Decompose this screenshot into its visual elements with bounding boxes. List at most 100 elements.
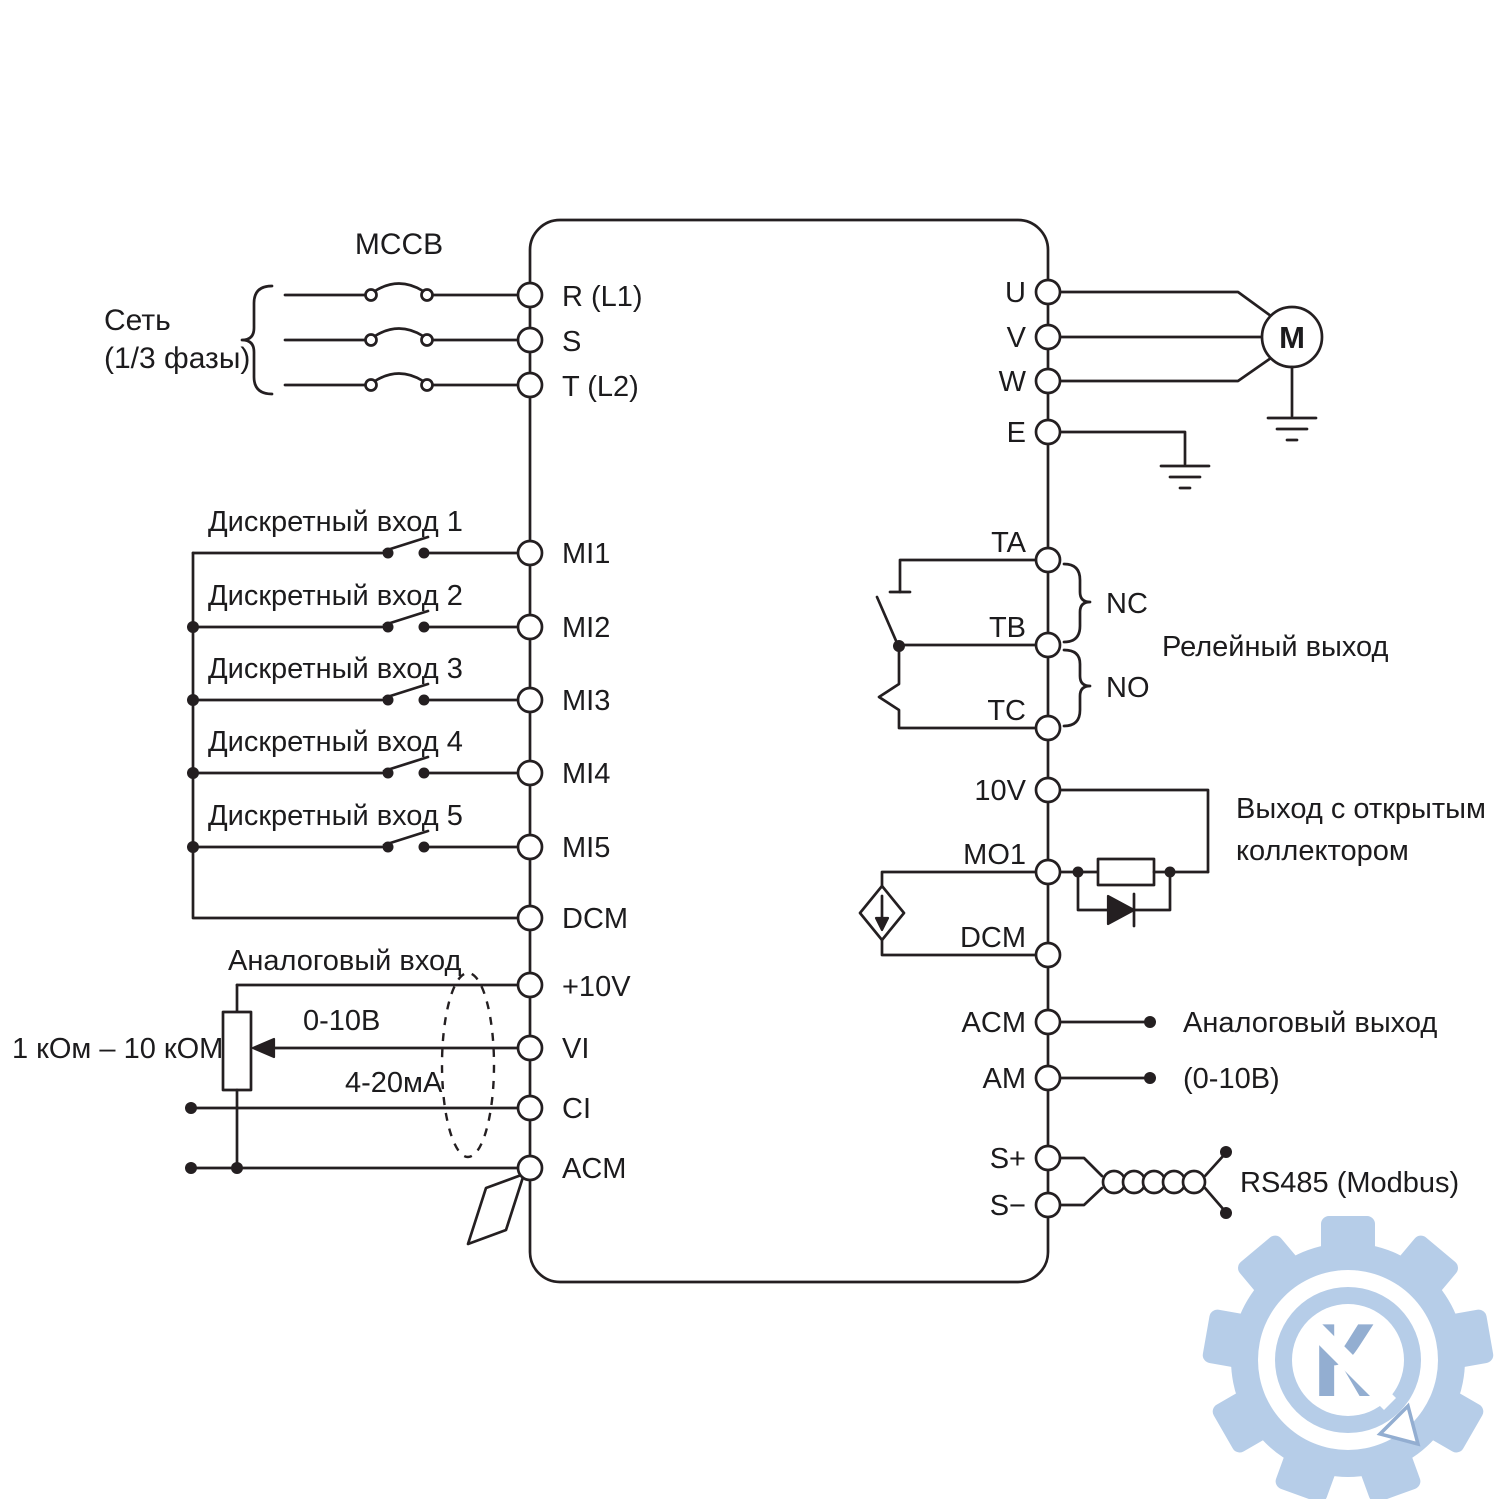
terminal-tb bbox=[1034, 631, 1062, 659]
diode-icon bbox=[1106, 894, 1136, 926]
diode-wire bbox=[1076, 870, 1110, 912]
phase-line-r bbox=[283, 282, 520, 302]
junction-dot bbox=[1220, 1207, 1232, 1219]
rs485-section: RS485 (Modbus) bbox=[1058, 1146, 1459, 1219]
resistor-icon bbox=[1096, 857, 1156, 887]
terminal-label: TC bbox=[987, 695, 1026, 727]
terminal-e bbox=[1034, 418, 1062, 446]
terminal-mi3 bbox=[516, 686, 544, 714]
breaker-contact-icon bbox=[364, 333, 378, 347]
analog-output-section: Аналоговый выход (0-10В) bbox=[1058, 1007, 1437, 1095]
terminal-acm-left bbox=[516, 1154, 544, 1182]
net-label-line1: Сеть bbox=[104, 304, 171, 337]
terminal-mi2 bbox=[516, 613, 544, 641]
discrete-input-5: Дискретный вход 5 bbox=[191, 800, 520, 853]
potentiometer-icon bbox=[221, 1010, 253, 1092]
terminal-mi4 bbox=[516, 759, 544, 787]
10v-wire bbox=[1058, 788, 1210, 874]
analog-output-label: Аналоговый выход bbox=[1183, 1007, 1437, 1039]
twisted-pair-icon bbox=[1101, 1169, 1207, 1195]
terminal-am bbox=[1034, 1064, 1062, 1092]
rs485-label: RS485 (Modbus) bbox=[1240, 1167, 1459, 1199]
terminal-label: MO1 bbox=[963, 839, 1026, 871]
w-wire bbox=[1058, 356, 1273, 383]
inverter-body bbox=[528, 218, 1050, 1284]
current-range-label: 4-20мА bbox=[345, 1067, 443, 1099]
s-plus-wire bbox=[1058, 1156, 1104, 1178]
earth-ground-icon bbox=[1058, 430, 1211, 490]
breaker-icon bbox=[373, 372, 425, 383]
switch-icon bbox=[382, 755, 430, 773]
terminal-s-minus bbox=[1034, 1191, 1062, 1219]
no-brace bbox=[1062, 648, 1092, 728]
u-wire bbox=[1058, 290, 1273, 318]
left-terminal-labels: R (L1) S T (L2) MI1 MI2 MI3 MI4 MI5 DCM … bbox=[562, 281, 643, 1185]
junction-dot bbox=[185, 1102, 197, 1114]
terminal-t-l2 bbox=[516, 371, 544, 399]
ta-wire bbox=[898, 558, 1038, 594]
discrete-input-4: Дискретный вход 4 bbox=[191, 726, 520, 779]
terminal-r-l1 bbox=[516, 281, 544, 309]
terminal-label: W bbox=[999, 366, 1027, 398]
wiper-arrow-icon bbox=[251, 1037, 276, 1059]
left-terminals bbox=[516, 281, 544, 1182]
terminal-10v bbox=[1034, 776, 1062, 804]
s-minus-wire bbox=[1058, 1186, 1104, 1207]
power-input-section: MCCB Сеть (1/3 фазы) bbox=[104, 228, 520, 396]
terminal-label: MI5 bbox=[562, 832, 610, 864]
terminal-mi5 bbox=[516, 833, 544, 861]
motor-ground-icon bbox=[1266, 365, 1318, 442]
terminal-dcm-right bbox=[1034, 941, 1062, 969]
junction-dot bbox=[1220, 1146, 1232, 1158]
discrete-input-label: Дискретный вход 3 bbox=[208, 653, 463, 685]
terminal-plus10v bbox=[516, 971, 544, 999]
analog-input-title: Аналоговый вход bbox=[228, 945, 462, 977]
relay-contact-icon bbox=[875, 595, 899, 645]
terminal-ci bbox=[516, 1094, 544, 1122]
watermark-arrow-icon bbox=[1303, 1317, 1421, 1447]
terminal-label: ACM bbox=[562, 1153, 626, 1185]
breaker-label: MCCB bbox=[355, 228, 443, 261]
terminal-label: MI2 bbox=[562, 612, 610, 644]
breaker-contact-icon bbox=[364, 288, 378, 302]
terminal-dcm-left bbox=[516, 904, 544, 932]
voltage-range-label: 0-10В bbox=[303, 1005, 380, 1037]
terminal-label: VI bbox=[562, 1033, 589, 1065]
terminal-label: ACM bbox=[962, 1007, 1026, 1039]
discrete-input-label: Дискретный вход 4 bbox=[208, 726, 463, 758]
terminal-label: S− bbox=[990, 1190, 1026, 1222]
discrete-inputs-section: Дискретный вход 1 Дискретный вход 2 Диск… bbox=[187, 506, 520, 920]
phase-line-t bbox=[283, 372, 520, 392]
terminal-label: MI4 bbox=[562, 758, 610, 790]
terminal-label: 10V bbox=[974, 775, 1026, 807]
terminal-label: E bbox=[1007, 417, 1026, 449]
motor-output-section: M bbox=[1058, 290, 1324, 490]
current-arrow-icon bbox=[874, 916, 890, 932]
terminal-label: T (L2) bbox=[562, 371, 639, 403]
pot-value-label: 1 кОм – 10 кОМ bbox=[12, 1033, 223, 1065]
switch-icon bbox=[382, 609, 430, 627]
terminal-label: MI1 bbox=[562, 538, 610, 570]
discrete-common-bus bbox=[191, 551, 520, 920]
right-terminals bbox=[1034, 278, 1062, 1219]
terminal-label: MI3 bbox=[562, 685, 610, 717]
terminal-label: S bbox=[562, 326, 581, 358]
terminal-ta bbox=[1034, 546, 1062, 574]
right-terminal-labels: U V W E TA TB TC 10V MO1 DCM ACM AM S+ S… bbox=[960, 277, 1027, 1222]
breaker-icon bbox=[373, 327, 425, 338]
junction-dot bbox=[185, 1162, 197, 1174]
terminal-label: V bbox=[1007, 322, 1027, 354]
analog-input-section: Аналоговый вход 1 кОм – 10 кОМ 0-10В 4-2… bbox=[12, 945, 526, 1246]
terminal-v bbox=[1034, 323, 1062, 351]
open-collector-section: Выход с открытым коллектором bbox=[858, 788, 1486, 957]
discrete-input-label: Дискретный вход 2 bbox=[208, 580, 463, 612]
terminal-label: TB bbox=[989, 612, 1026, 644]
shield-flag-icon bbox=[466, 1172, 526, 1246]
discrete-input-2: Дискретный вход 2 bbox=[191, 580, 520, 633]
switch-icon bbox=[382, 682, 430, 700]
watermark-logo: К bbox=[1202, 1216, 1494, 1499]
terminal-label: DCM bbox=[562, 903, 628, 935]
open-collector-label-line1: Выход с открытым bbox=[1236, 793, 1486, 825]
